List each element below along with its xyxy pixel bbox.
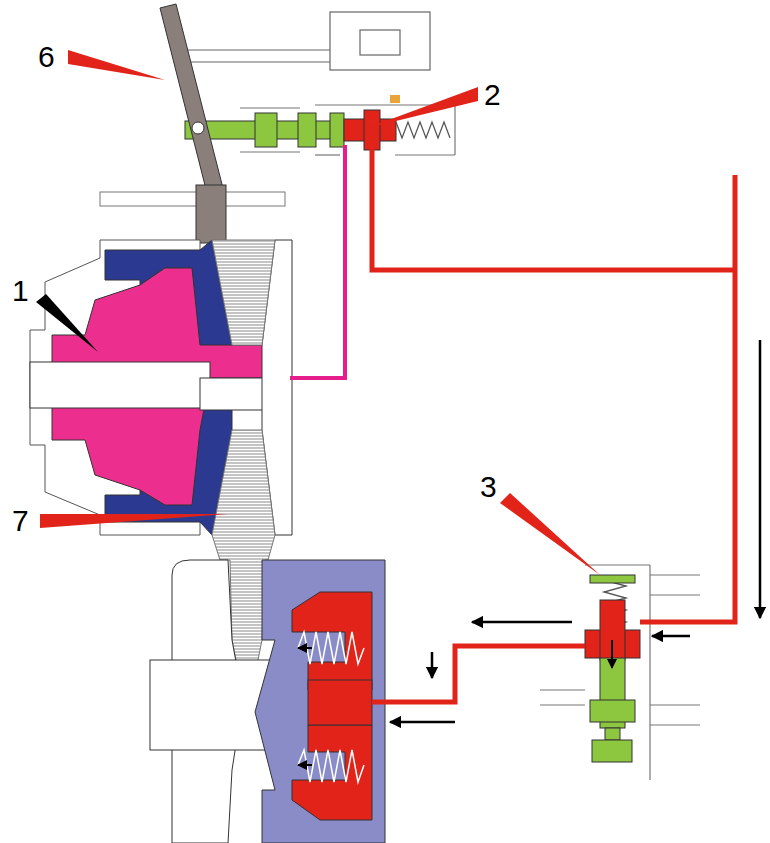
flow-arrow	[390, 340, 760, 722]
callout-number: 7	[12, 506, 29, 536]
callout-number: 2	[484, 80, 501, 110]
callout-number: 3	[480, 472, 497, 502]
valve-housing	[240, 95, 455, 155]
lever	[100, 4, 285, 243]
actuator-outline	[180, 12, 430, 70]
secondary-pulley	[150, 560, 385, 843]
callout-number: 1	[12, 276, 29, 306]
pressure-valve	[540, 565, 700, 780]
callout-pointer	[36, 50, 600, 575]
oil-line	[290, 145, 735, 702]
callout-number: 6	[38, 42, 55, 72]
